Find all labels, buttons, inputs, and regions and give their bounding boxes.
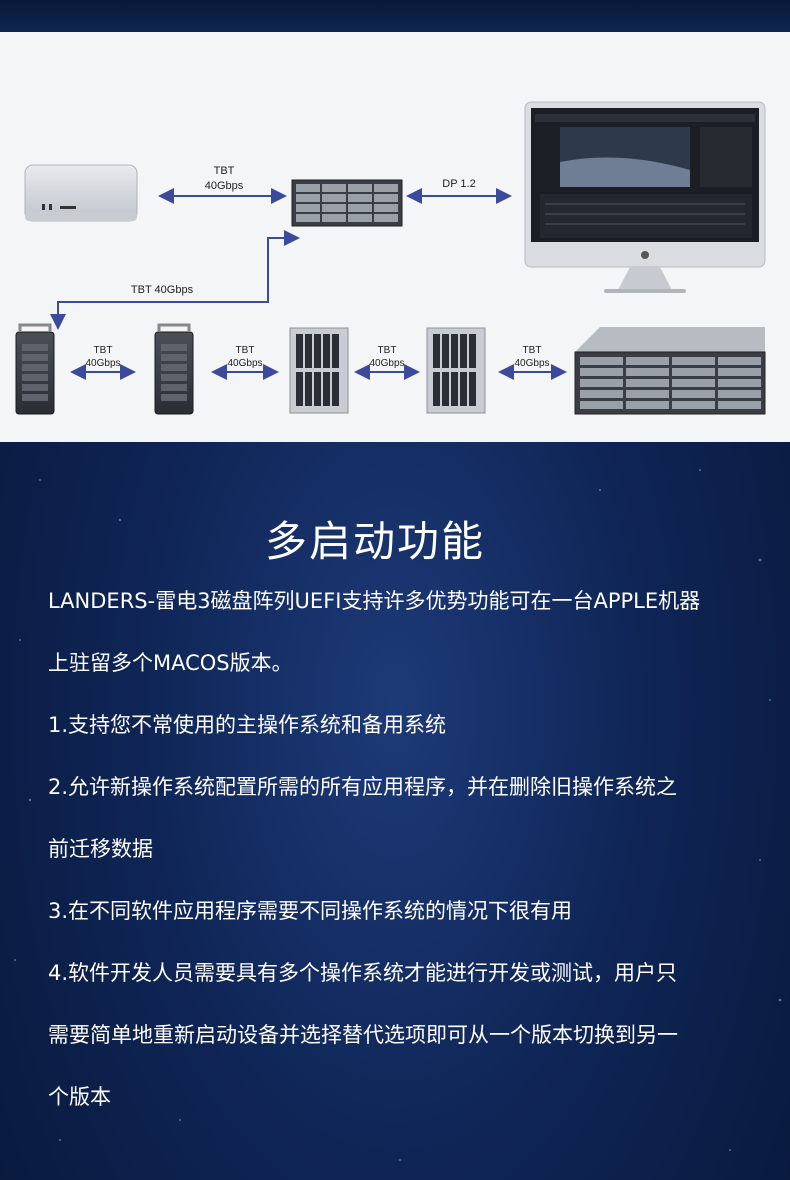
mac-studio-icon <box>24 164 138 222</box>
feature-item-4-line-2: 需要简单地重新启动设备并选择替代选项即可从一个版本切换到另一 <box>48 1023 678 1047</box>
connection-arrow <box>50 230 300 330</box>
feature-item-4-line-1: 4.软件开发人员需要具有多个操作系统才能进行开发或测试，用户只 <box>48 961 678 985</box>
label-tbt-b3-2: 40Gbps <box>369 358 404 369</box>
tower-enclosure-icon <box>154 323 194 415</box>
drive-array-icon <box>426 327 486 414</box>
imac-monitor-icon <box>524 101 766 293</box>
label-tbt-top-1: TBT <box>214 165 235 177</box>
tower-enclosure-icon <box>15 323 55 415</box>
intro-line-2: 上驻留多个MACOS版本。 <box>48 651 293 675</box>
feature-item-3: 3.在不同软件应用程序需要不同操作系统的情况下很有用 <box>48 899 573 923</box>
section-title: 多启动功能 <box>264 517 485 566</box>
label-tbt-b4-2: 40Gbps <box>514 358 549 369</box>
label-tbt-b1-1: TBT <box>94 345 113 356</box>
feature-item-2-line-1: 2.允许新操作系统配置所需的所有应用程序，并在删除旧操作系统之 <box>48 775 678 799</box>
label-tbt-b2-1: TBT <box>236 345 255 356</box>
label-tbt-top-2: 40Gbps <box>205 180 244 192</box>
rack-server-icon <box>291 179 403 227</box>
label-tbt-b4-1: TBT <box>523 345 542 356</box>
drive-array-icon <box>289 327 349 414</box>
label-dp: DP 1.2 <box>442 178 475 190</box>
label-tbt-link: TBT 40Gbps <box>131 284 194 296</box>
feature-item-4-line-3: 个版本 <box>48 1085 111 1109</box>
intro-line-1: LANDERS-雷电3磁盘阵列UEFI支持许多优势功能可在一台APPLE机器 <box>48 589 701 613</box>
label-tbt-b1-2: 40Gbps <box>85 358 120 369</box>
label-tbt-b3-1: TBT <box>378 345 397 356</box>
feature-item-1: 1.支持您不常使用的主操作系统和备用系统 <box>48 713 447 737</box>
top-band <box>0 0 790 32</box>
label-tbt-b2-2: 40Gbps <box>227 358 262 369</box>
connection-diagram: TBT 40Gbps DP 1.2 TBT 40Gbps TBT 40Gbps … <box>0 32 790 442</box>
rack-server-icon <box>574 327 766 415</box>
feature-item-2-line-2: 前迁移数据 <box>48 837 153 861</box>
